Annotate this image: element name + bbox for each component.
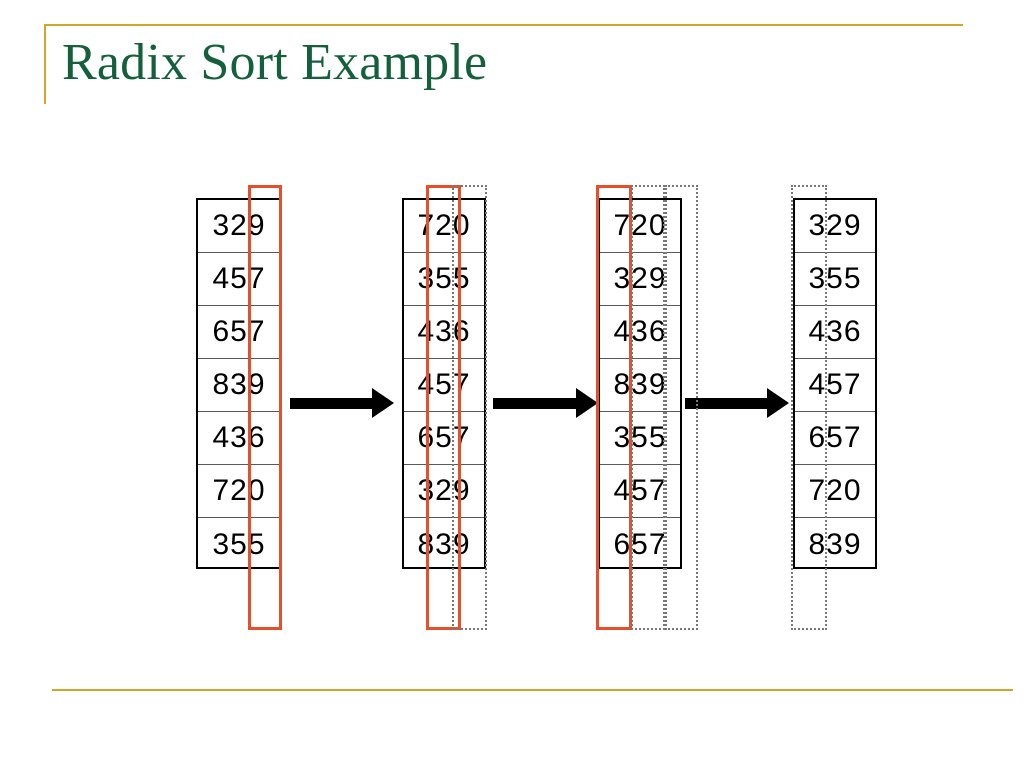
value-cell: 839 xyxy=(198,359,280,412)
value-cell: 839 xyxy=(808,527,862,561)
flow-arrow-icon-2 xyxy=(493,388,598,418)
value-cell: 355 xyxy=(795,253,875,306)
arrow-shaft xyxy=(493,398,578,409)
value-cell: 329 xyxy=(198,200,280,253)
value-cell: 720 xyxy=(795,465,875,518)
value-cell: 329 xyxy=(795,200,875,253)
value-cell: 355 xyxy=(212,527,266,561)
flow-arrow-icon-1 xyxy=(290,388,394,418)
value-cell: 329 xyxy=(600,253,680,306)
value-cell: 436 xyxy=(600,306,680,359)
title-rule-left xyxy=(44,24,46,104)
value-cell: 839 xyxy=(600,359,680,412)
value-cell: 329 xyxy=(404,465,484,518)
value-cell: 355 xyxy=(600,412,680,465)
arrow-head xyxy=(767,388,789,418)
value-cell: 657 xyxy=(404,412,484,465)
value-cell: 839 xyxy=(417,527,471,561)
value-cell: 720 xyxy=(600,200,680,253)
arrow-shaft xyxy=(685,398,769,409)
value-cell: 355 xyxy=(404,253,484,306)
value-cell: 457 xyxy=(198,253,280,306)
value-cell: 436 xyxy=(198,412,280,465)
arrow-head xyxy=(576,388,598,418)
value-cell: 457 xyxy=(404,359,484,412)
value-cell: 457 xyxy=(795,359,875,412)
arrow-shaft xyxy=(290,398,374,409)
value-cell: 657 xyxy=(198,306,280,359)
value-cell: 457 xyxy=(600,465,680,518)
flow-arrow-icon-3 xyxy=(685,388,789,418)
arrow-head xyxy=(372,388,394,418)
value-cell: 720 xyxy=(404,200,484,253)
title-rule-top xyxy=(44,24,963,26)
value-cell: 436 xyxy=(404,306,484,359)
value-cell: 720 xyxy=(198,465,280,518)
footer-rule xyxy=(52,689,1013,691)
page-title: Radix Sort Example xyxy=(62,34,488,91)
value-cell: 436 xyxy=(795,306,875,359)
value-cell: 657 xyxy=(613,527,667,561)
value-cell: 657 xyxy=(795,412,875,465)
